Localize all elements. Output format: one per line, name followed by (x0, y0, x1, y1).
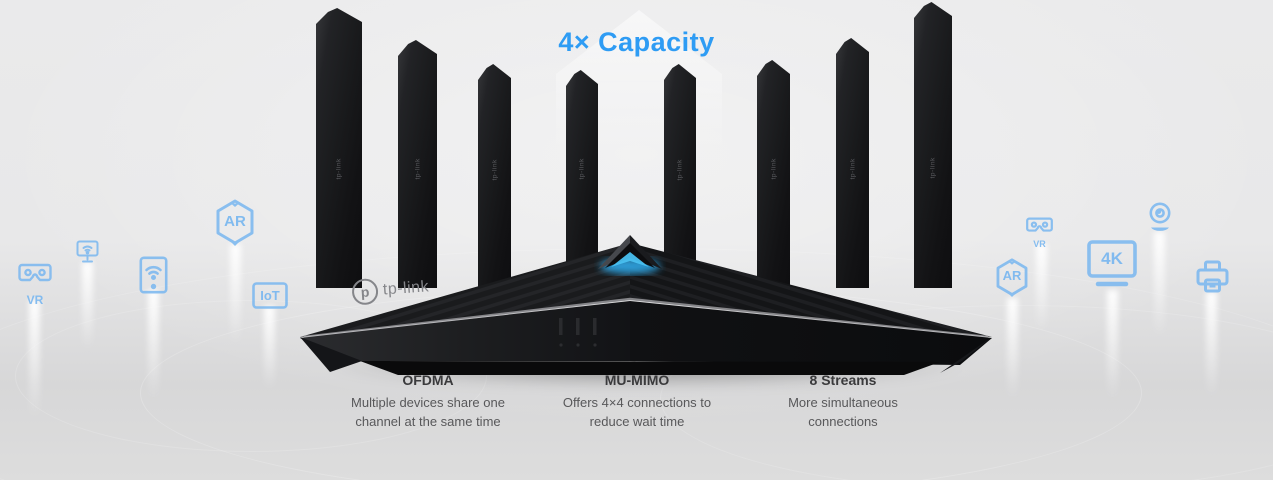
tplink-logo-mark: p (351, 277, 379, 306)
light-beam (1036, 244, 1047, 344)
router-antenna: tp-link (566, 70, 598, 288)
router-antenna: tp-link (478, 64, 511, 288)
light-beam (1107, 290, 1118, 415)
ar-label: AR (224, 213, 246, 230)
router-antenna: tp-link (914, 2, 952, 288)
tplink-brand-text: tp-link (382, 278, 430, 299)
vr-label: VR (26, 293, 44, 307)
light-beam (1007, 298, 1018, 413)
smart-display-icon (76, 240, 99, 264)
feature-title: 8 Streams (809, 372, 877, 388)
tplink-logo: p tp-link (351, 274, 430, 306)
router-body (300, 235, 992, 375)
feature-title: OFDMA (402, 372, 454, 388)
iot-icon: IoT (252, 282, 288, 309)
router-antenna: tp-link (316, 8, 362, 288)
vr-label: VR (1033, 239, 1046, 249)
router-antenna: tp-link (398, 40, 437, 288)
vr-headset-icon: VR (1026, 217, 1053, 249)
webcam-icon (1146, 202, 1174, 233)
ar-label: AR (1002, 268, 1022, 283)
router-antenna: tp-link (757, 60, 790, 288)
feature-description: Offers 4×4 connections to reduce wait ti… (562, 395, 712, 429)
light-beam (148, 290, 159, 415)
light-beam (1206, 292, 1217, 412)
router-antenna: tp-link (664, 64, 696, 288)
ar-icon: AR (212, 198, 258, 248)
iot-label: IoT (260, 288, 280, 303)
router-antenna: tp-link (836, 38, 869, 288)
light-beam (29, 300, 40, 435)
light-beam (82, 262, 93, 362)
light-beam (230, 244, 241, 359)
vr-headset-icon: VR (18, 263, 52, 307)
light-beam (1154, 232, 1165, 352)
tv4k-label: 4K (1101, 249, 1123, 268)
feature-description: Multiple devices share one channel at th… (351, 395, 505, 429)
feature-description: More simultaneous connections (788, 395, 898, 429)
section-title: 4× Capacity (558, 27, 715, 57)
tv-4k-icon: 4K (1087, 240, 1137, 288)
printer-icon (1196, 260, 1229, 294)
ar-icon: AR (993, 255, 1031, 301)
feature-ofdma: OFDMA Multiple devices share one channel… (323, 372, 533, 432)
feature-mu-mimo: MU-MIMO Offers 4×4 connections to reduce… (532, 372, 742, 432)
light-beam (264, 306, 275, 401)
feature-8-streams: 8 Streams More simultaneous connections (738, 372, 948, 432)
feature-title: MU-MIMO (604, 372, 670, 388)
led-strip (611, 252, 649, 267)
tablet-wifi-icon (139, 256, 168, 294)
